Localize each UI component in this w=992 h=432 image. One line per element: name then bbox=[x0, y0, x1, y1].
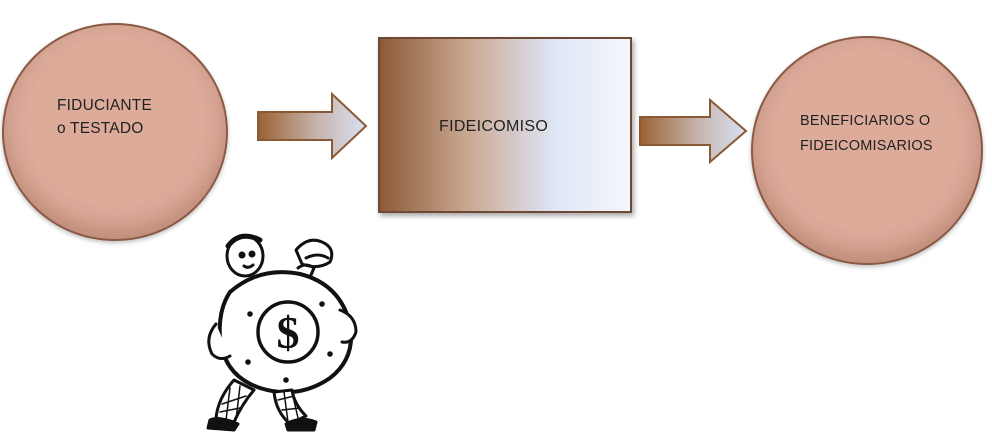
node-beneficiarios-line1: BENEFICIARIOS O bbox=[800, 113, 931, 129]
node-beneficiarios-line2: FIDEICOMISARIOS bbox=[800, 138, 933, 154]
node-fiduciante-line1: FIDUCIANTE bbox=[57, 97, 152, 114]
node-beneficiarios-label: BENEFICIARIOS O FIDEICOMISARIOS bbox=[800, 109, 933, 159]
right-arrow-icon bbox=[639, 98, 748, 164]
node-fiduciante bbox=[2, 23, 228, 241]
node-beneficiarios bbox=[751, 36, 983, 265]
node-fideicomiso bbox=[378, 37, 632, 213]
node-fiduciante-line2: o TESTADO bbox=[57, 120, 144, 137]
dollar-sign: $ bbox=[277, 307, 300, 358]
node-fideicomiso-label: FIDEICOMISO bbox=[439, 118, 549, 135]
right-arrow-icon bbox=[257, 92, 368, 160]
money-bag-carrier-icon: $ bbox=[206, 233, 358, 432]
node-fiduciante-label: FIDUCIANTE o TESTADO bbox=[57, 94, 152, 140]
